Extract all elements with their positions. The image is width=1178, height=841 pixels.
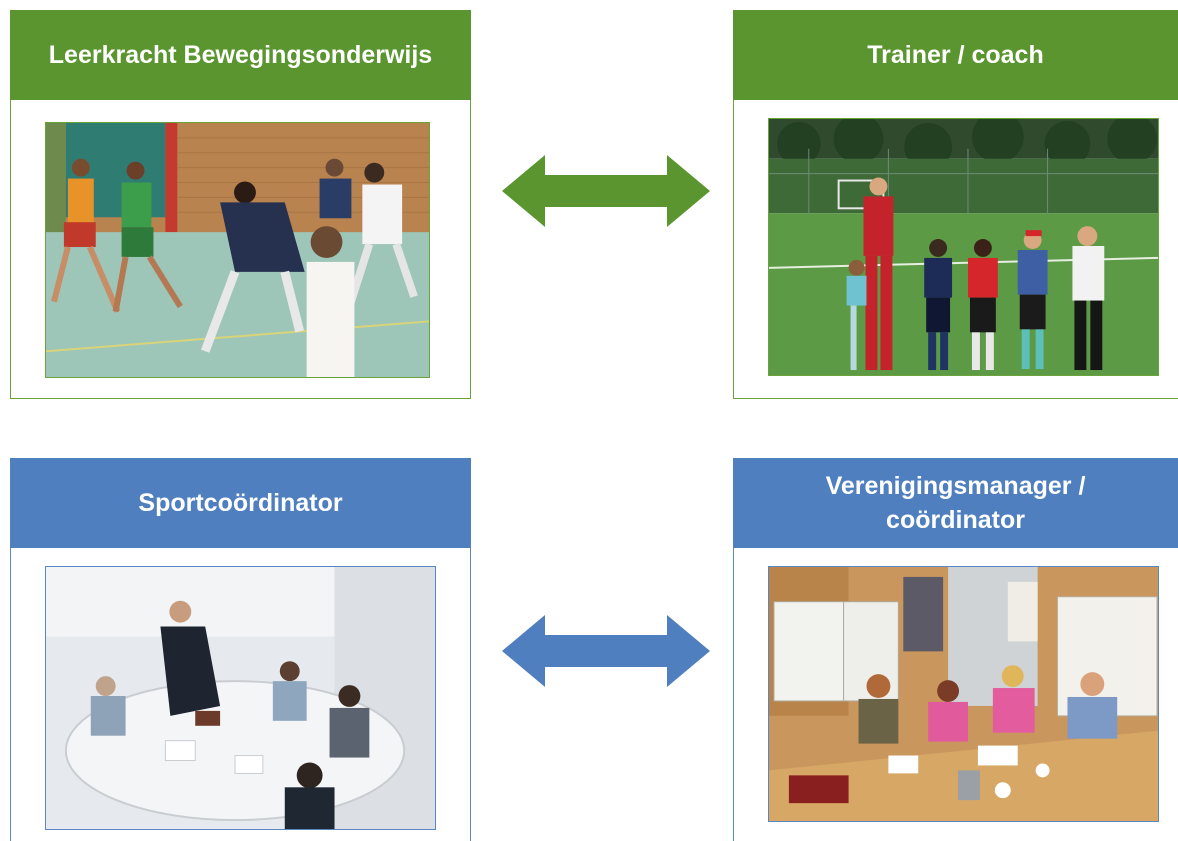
gym-class-photo (45, 122, 430, 378)
card-header-sportcoordinator: Sportcoördinator (10, 458, 471, 548)
board-meeting-photo (768, 566, 1159, 822)
card-title-verenigingsmanager-line2: coördinator (886, 506, 1025, 534)
double-arrow-icon (502, 155, 710, 227)
card-leerkracht: Leerkracht Bewegingsonderwijs (10, 10, 471, 399)
card-header-verenigingsmanager: Verenigingsmanager / coördinator (733, 458, 1178, 548)
card-trainer: Trainer / coach (733, 10, 1178, 399)
business-meeting-photo (45, 566, 436, 830)
card-verenigingsmanager: Verenigingsmanager / coördinator (733, 458, 1178, 841)
card-sportcoordinator: Sportcoördinator (10, 458, 471, 841)
card-header-leerkracht: Leerkracht Bewegingsonderwijs (10, 10, 471, 100)
card-title-verenigingsmanager-line1: Verenigingsmanager / (825, 472, 1086, 500)
card-title-leerkracht: Leerkracht Bewegingsonderwijs (48, 41, 433, 69)
card-header-trainer: Trainer / coach (733, 10, 1178, 100)
double-arrow-icon (502, 615, 710, 687)
card-title-trainer: Trainer / coach (867, 41, 1044, 69)
card-title-sportcoordinator: Sportcoördinator (138, 489, 343, 517)
hockey-team-photo (768, 118, 1159, 376)
